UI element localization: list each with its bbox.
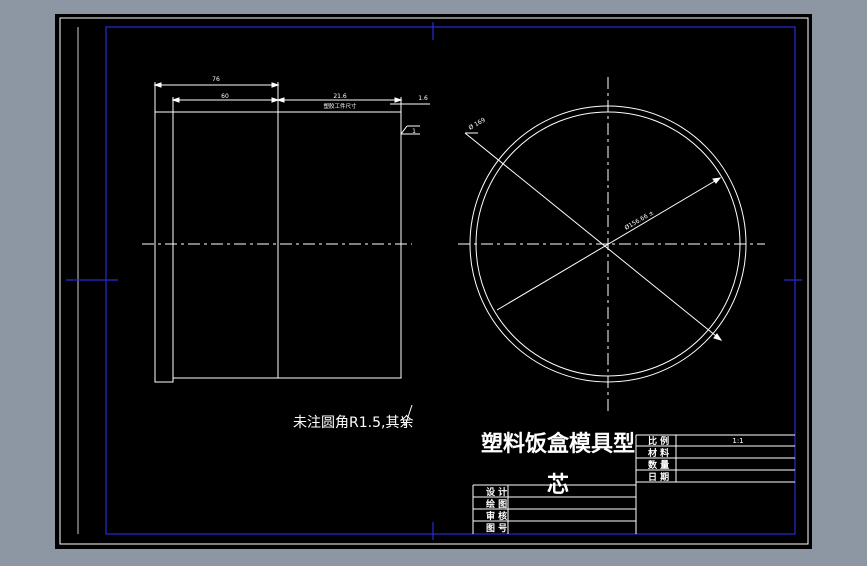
front-view bbox=[458, 77, 765, 412]
label-quantity: 数 量 bbox=[648, 459, 669, 471]
label-date: 日 期 bbox=[648, 471, 669, 483]
title-line-1: 塑料饭盒模具型 bbox=[481, 431, 635, 457]
dim-note-rim: 塑胶工件尺寸 bbox=[323, 102, 357, 110]
label-drawing-no: 图 号 bbox=[486, 523, 507, 534]
dim-text-1-6: 1.6 bbox=[418, 95, 428, 102]
label-review: 审 核 bbox=[486, 510, 507, 522]
fillet-note: 未注圆角R1.5,其余 bbox=[293, 414, 413, 431]
outer-border bbox=[59, 17, 809, 545]
dim-text-21-6: 21.6 bbox=[333, 93, 347, 100]
scale-value: 1:1 bbox=[732, 437, 743, 445]
tolerance-text: 1 bbox=[412, 128, 416, 135]
title-block bbox=[472, 434, 795, 534]
label-material: 材 料 bbox=[647, 447, 669, 459]
dim-text-76: 76 bbox=[212, 76, 220, 83]
dim-text-60: 60 bbox=[221, 93, 229, 100]
diameter-leader-outer bbox=[464, 132, 722, 341]
centering-marks bbox=[66, 22, 802, 540]
roughness-symbol bbox=[401, 404, 413, 427]
diameter-leader-inner bbox=[496, 177, 721, 311]
label-scale: 比 例 bbox=[648, 435, 669, 447]
label-design: 设 计 bbox=[486, 486, 507, 498]
side-view bbox=[142, 82, 430, 383]
label-drawing: 绘 图 bbox=[486, 498, 507, 510]
core-body bbox=[172, 111, 402, 379]
paper-background bbox=[55, 14, 812, 549]
title-line-2: 芯 bbox=[547, 473, 569, 498]
